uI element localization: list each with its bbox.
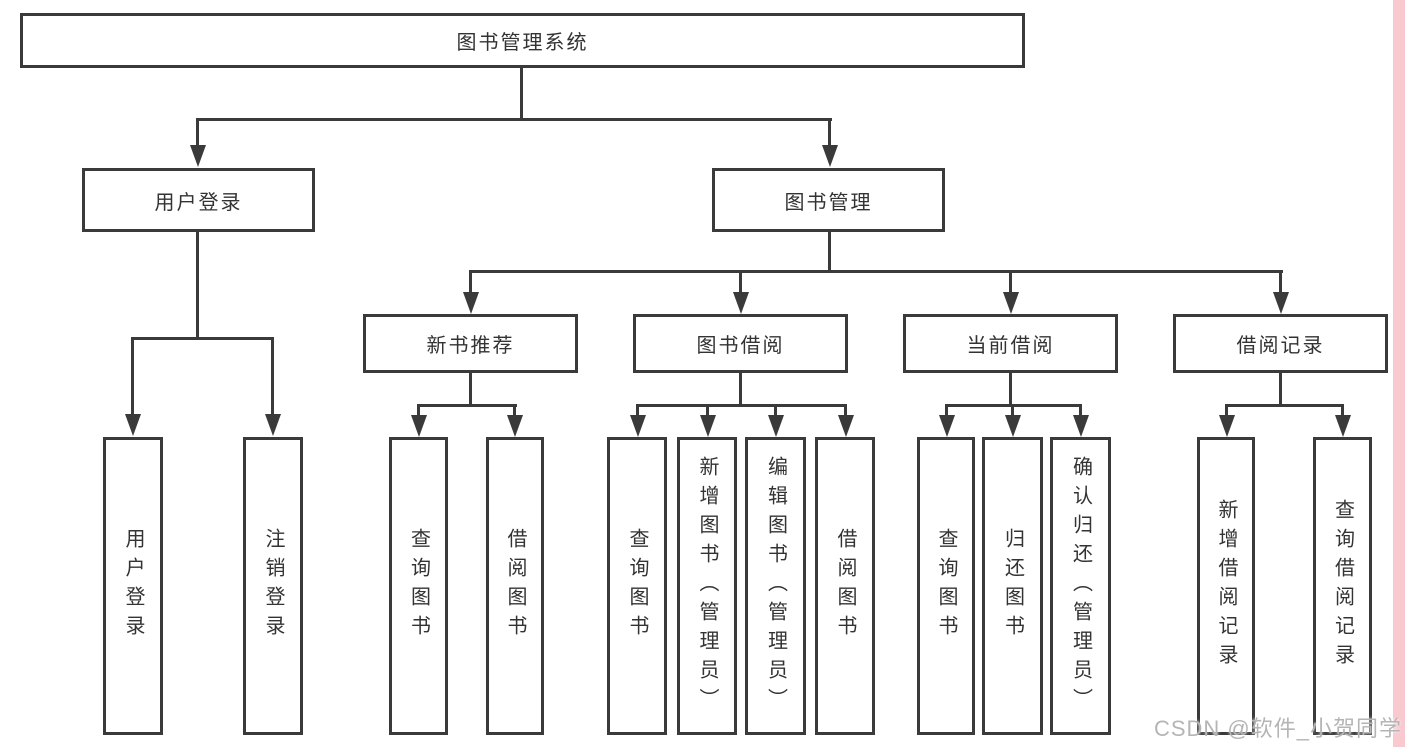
connector-bar	[945, 404, 1082, 407]
leaf-query-books-1-label: 查询图书	[407, 528, 430, 644]
connector-bar	[636, 404, 847, 407]
arrowhead-icon	[125, 414, 141, 436]
leaf-logout: 注销登录	[243, 437, 303, 735]
node-current-borrowing: 当前借阅	[903, 314, 1118, 373]
leaf-query-books-3-label: 查询图书	[935, 528, 957, 644]
connector-root-stem	[520, 67, 523, 120]
leaf-query-books-1: 查询图书	[389, 437, 448, 735]
connector-line	[1079, 406, 1082, 417]
connector-line	[1225, 406, 1228, 417]
arrowhead-icon	[507, 415, 523, 437]
arrowhead-icon	[939, 415, 955, 437]
connector-user-login-stem	[196, 231, 199, 339]
arrowhead-icon	[1005, 415, 1021, 437]
leaf-logout-label: 注销登录	[262, 528, 284, 644]
leaf-edit-books-admin-label: 编辑图书（管理员）	[764, 455, 787, 717]
node-book-borrowing-label: 图书借阅	[696, 335, 785, 357]
leaf-add-borrow-record-label: 新增借阅记录	[1215, 499, 1237, 673]
node-root: 图书管理系统	[20, 13, 1025, 68]
connector-stem	[1279, 372, 1282, 407]
connector-line	[844, 406, 847, 417]
leaf-add-books-admin-label: 新增图书（管理员）	[696, 455, 718, 717]
arrowhead-icon	[1335, 415, 1351, 437]
arrowhead-icon	[265, 414, 281, 436]
arrowhead-icon	[822, 145, 838, 167]
connector-line	[945, 406, 948, 417]
leaf-return-books: 归还图书	[982, 437, 1043, 735]
node-current-borrowing-label: 当前借阅	[966, 335, 1055, 357]
connector-line	[774, 406, 777, 417]
leaf-query-books-2-label: 查询图书	[626, 528, 648, 644]
leaf-confirm-return-admin-label: 确认归还（管理员）	[1069, 455, 1092, 717]
node-user-login: 用户登录	[82, 168, 315, 232]
watermark: CSDN @软件_小贺同学	[1153, 716, 1402, 741]
arrowhead-icon	[768, 415, 784, 437]
leaf-borrow-books-1: 借阅图书	[486, 437, 544, 735]
leaf-edit-books-admin: 编辑图书（管理员）	[745, 437, 806, 735]
arrowhead-icon	[1073, 415, 1089, 437]
connector-line	[271, 339, 274, 416]
connector-line	[1341, 406, 1344, 417]
connector-stem	[739, 372, 742, 407]
node-book-management: 图书管理	[712, 168, 945, 232]
node-borrowing-records: 借阅记录	[1173, 314, 1388, 373]
connector-stem	[469, 372, 472, 407]
connector-line	[469, 272, 472, 294]
leaf-borrow-books-2-label: 借阅图书	[834, 528, 856, 644]
node-new-book-recommend: 新书推荐	[363, 314, 578, 373]
arrowhead-icon	[700, 415, 716, 437]
node-book-borrowing: 图书借阅	[633, 314, 848, 373]
connector-root-bar	[196, 118, 832, 121]
connector-line	[513, 406, 516, 417]
leaf-borrow-books-2: 借阅图书	[815, 437, 875, 735]
arrowhead-icon	[1003, 292, 1019, 314]
arrowhead-icon	[190, 145, 206, 167]
leaf-user-login-label: 用户登录	[122, 528, 144, 644]
connector-line	[706, 406, 709, 417]
connector-line	[196, 120, 199, 147]
arrowhead-icon	[1273, 292, 1289, 314]
leaf-query-borrow-record-label: 查询借阅记录	[1331, 499, 1354, 673]
connector-line	[1279, 272, 1282, 294]
leaf-add-books-admin: 新增图书（管理员）	[677, 437, 737, 735]
connector-line	[131, 339, 134, 416]
arrowhead-icon	[838, 415, 854, 437]
arrowhead-icon	[1219, 415, 1235, 437]
connector-line	[417, 406, 420, 417]
leaf-add-borrow-record: 新增借阅记录	[1197, 437, 1255, 735]
node-root-label: 图书管理系统	[456, 32, 589, 54]
connector-book-mgmt-stem	[828, 231, 831, 272]
node-borrowing-records-label: 借阅记录	[1236, 335, 1325, 357]
connector-stem	[1009, 372, 1012, 407]
leaf-query-books-2: 查询图书	[607, 437, 667, 735]
node-user-login-label: 用户登录	[154, 191, 243, 214]
leaf-return-books-label: 归还图书	[1001, 528, 1024, 644]
leaf-user-login: 用户登录	[103, 437, 163, 735]
connector-line	[636, 406, 639, 417]
node-book-management-label: 图书管理	[784, 191, 873, 214]
connector-line	[828, 120, 831, 147]
connector-bar	[417, 404, 517, 407]
arrowhead-icon	[733, 292, 749, 314]
arrowhead-icon	[630, 415, 646, 437]
connector-user-login-bar	[131, 337, 274, 340]
leaf-query-books-3: 查询图书	[917, 437, 975, 735]
connector-bar	[1225, 404, 1344, 407]
leaf-borrow-books-1-label: 借阅图书	[504, 528, 526, 644]
connector-line	[1011, 406, 1014, 417]
arrowhead-icon	[411, 415, 427, 437]
leaf-query-borrow-record: 查询借阅记录	[1313, 437, 1372, 735]
connector-book-mgmt-bar	[469, 270, 1283, 273]
node-new-book-recommend-label: 新书推荐	[426, 335, 515, 357]
leaf-confirm-return-admin: 确认归还（管理员）	[1050, 437, 1111, 735]
watermark-strip	[1393, 0, 1405, 747]
connector-line	[739, 272, 742, 294]
connector-line	[1009, 272, 1012, 294]
arrowhead-icon	[463, 292, 479, 314]
